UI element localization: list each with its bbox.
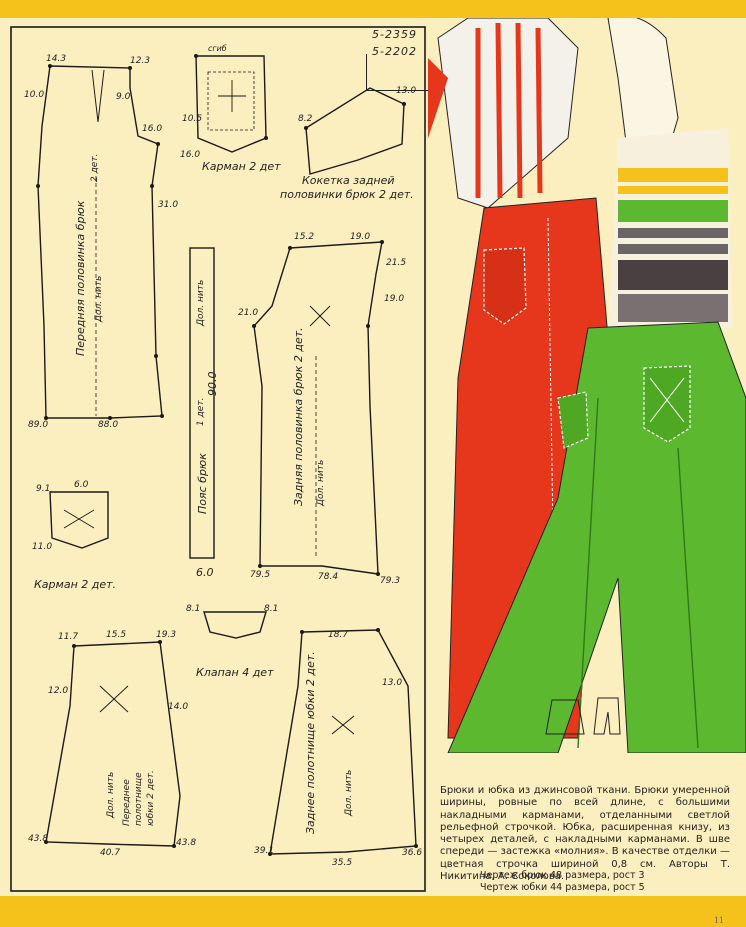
belt-label: Пояс брюк: [196, 453, 209, 514]
pocket-bottom-piece: [49, 491, 109, 549]
skirt-front-measure-5: 14.0: [168, 702, 189, 712]
belt-width: 6.0: [196, 566, 214, 579]
front-trouser-count: 2 дет.: [90, 153, 100, 182]
pocket-bottom-measure-2: 6.0: [74, 480, 89, 490]
pocket-top-piece: [195, 55, 267, 153]
belt-piece: [189, 247, 215, 559]
fashion-illustration: [428, 18, 746, 753]
skirt-back-measure-4: 35.5: [332, 858, 353, 868]
page-number: 11: [713, 916, 724, 925]
back-trouser-label: Задняя половинка брюк 2 дет.: [292, 327, 305, 506]
pattern-code-box: [366, 54, 433, 91]
pocket-bottom-measure-1: 9.1: [36, 484, 51, 494]
belt-count: 1 дет.: [196, 397, 206, 426]
skirt-back-label: Заднее полотнище юбки 2 дет.: [304, 651, 317, 834]
sheet-frame: [10, 26, 426, 892]
credit-line-skirt: Чертеж юбки 44 размера, рост 5: [480, 882, 645, 893]
skirt-front-measure-3: 19.3: [156, 630, 177, 640]
front-measure-8: 88.0: [98, 420, 119, 430]
back-measure-1: 15.2: [294, 232, 315, 242]
front-measure-4: 9.0: [116, 92, 131, 102]
back-measure-4: 21.0: [238, 308, 259, 318]
back-yoke-label-1: Кокетка задней: [302, 174, 395, 187]
belt-length: 90.0: [206, 371, 219, 397]
pocket-bottom-measure-3: 11.0: [32, 542, 53, 552]
front-grain-label: Дол. нить: [94, 275, 104, 322]
belt-grain-label: Дол. нить: [196, 279, 206, 326]
skirt-front-label-1: Переднее: [122, 779, 132, 826]
pattern-drawings: [10, 26, 426, 892]
draft-credits: Чертеж брюк 48 размера, рост 3 Чертеж юб…: [480, 870, 645, 894]
top-color-band: [0, 0, 746, 18]
flap-label: Клапан 4 дет: [196, 666, 274, 679]
back-measure-6: 79.5: [250, 570, 271, 580]
pocket-top-measure-1: 10.5: [182, 114, 203, 124]
pattern-sheet: 5-2359 5-2202 Карман 2 дет сгиб Кокетка …: [10, 26, 433, 894]
skirt-front-measure-6: 43.8: [28, 834, 49, 844]
skirt-front-piece: [45, 641, 181, 847]
skirt-back-measure-1: 18.7: [328, 630, 349, 640]
pocket-bottom-label: Карман 2 дет.: [34, 578, 117, 591]
back-trouser-piece: [253, 241, 383, 575]
skirt-back-measure-3: 39.1: [254, 846, 275, 856]
skirt-front-measure-2: 15.5: [106, 630, 127, 640]
article-caption: Брюки и юбка из джинсовой ткани. Брюки у…: [440, 785, 730, 883]
skirt-front-measure-7: 40.7: [100, 848, 121, 858]
back-yoke-label-2: половинки брюк 2 дет.: [280, 188, 414, 201]
yoke-measure-1: 13.0: [396, 86, 417, 96]
front-measure-2: 12.3: [130, 56, 151, 66]
fold-label: сгиб: [208, 44, 227, 53]
bottom-color-band: [0, 896, 746, 927]
back-grain-label: Дол. нить: [316, 459, 326, 506]
back-measure-8: 79.3: [380, 576, 401, 586]
skirt-back-measure-2: 13.0: [382, 678, 403, 688]
skirt-back-piece: [269, 629, 417, 855]
back-measure-5: 19.0: [384, 294, 405, 304]
yoke-measure-2: 8.2: [298, 114, 313, 124]
skirt-front-label-3: юбки 2 дет.: [146, 770, 156, 826]
pattern-code-2: 5-2202: [372, 45, 417, 58]
front-measure-1: 14.3: [46, 54, 67, 64]
pattern-code-1: 5-2359: [372, 28, 417, 41]
pocket-top-label: Карман 2 дет: [202, 160, 281, 173]
skirt-front-label-2: полотнище: [134, 772, 144, 826]
front-measure-6: 31.0: [158, 200, 179, 210]
skirt-front-grain: Дол. нить: [106, 771, 116, 818]
front-measure-5: 16.0: [142, 124, 163, 134]
credit-line-trousers: Чертеж брюк 48 размера, рост 3: [480, 870, 645, 881]
illustration-drawing: [428, 18, 746, 753]
front-trouser-piece: [37, 65, 163, 419]
pocket-top-measure-2: 16.0: [180, 150, 201, 160]
skirt-back-grain: Дол. нить: [344, 769, 354, 816]
skirt-front-measure-1: 11.7: [58, 632, 79, 642]
front-measure-3: 10.0: [24, 90, 45, 100]
skirt-back-measure-5: 36.6: [402, 848, 423, 858]
back-yoke-piece: [305, 87, 405, 175]
skirt-front-measure-8: 43.8: [176, 838, 197, 848]
back-measure-7: 78.4: [318, 572, 339, 582]
skirt-front-measure-4: 12.0: [48, 686, 69, 696]
front-measure-7: 89.0: [28, 420, 49, 430]
back-measure-2: 19.0: [350, 232, 371, 242]
flap-piece: [203, 611, 267, 639]
flap-measure-1: 8.1: [186, 604, 201, 614]
flap-measure-2: 8.1: [264, 604, 279, 614]
front-trouser-label: Передняя половинка брюк: [74, 200, 87, 356]
back-measure-3: 21.5: [386, 258, 407, 268]
